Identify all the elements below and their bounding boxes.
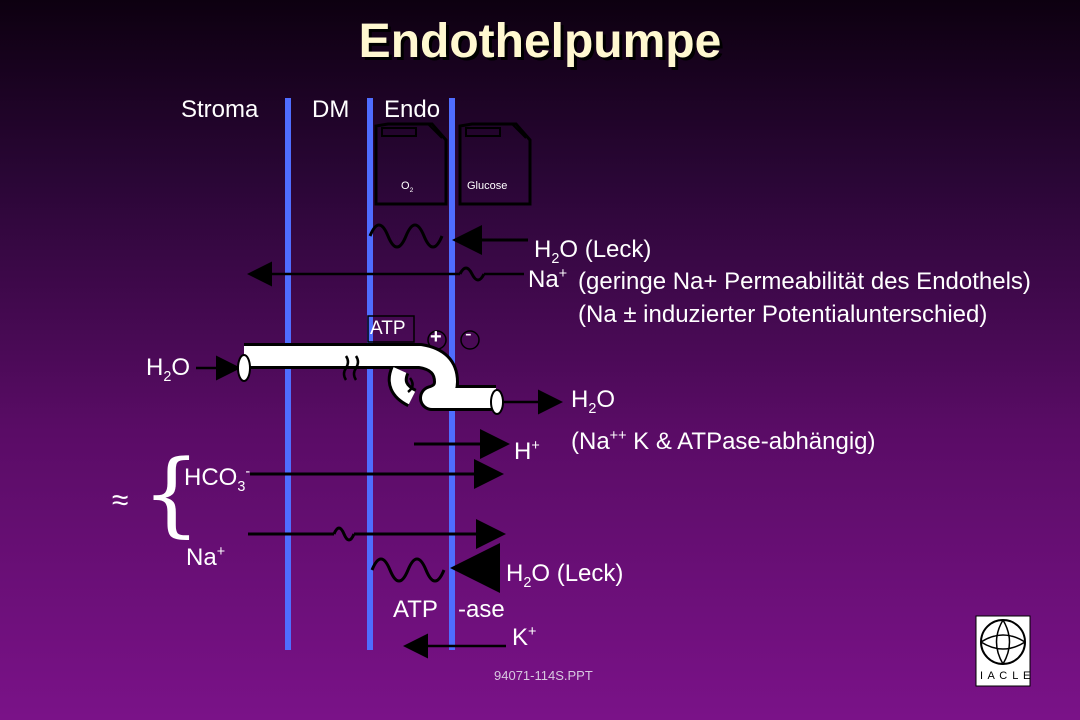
na-k-note: (Na++ K & ATPase-abhängig)	[571, 428, 876, 455]
stroma-label: Stroma	[181, 96, 259, 123]
leak-wave-bottom	[370, 557, 446, 583]
page-title: Endothelpumpe	[358, 15, 722, 68]
logo-text: I A C L E	[980, 670, 1032, 682]
h2o-right-label: H2O	[571, 386, 616, 417]
glucose-canister	[458, 122, 532, 206]
o2-canister	[374, 122, 448, 206]
atp-label: ATP	[393, 596, 438, 623]
h2o-leck-bottom-label: H2O (Leck)	[506, 560, 624, 591]
note-line-2: (Na ± induzierter Potentialunterschied)	[578, 301, 988, 328]
atp-box-label: ATP	[370, 318, 406, 339]
k-plus-label: K+	[512, 624, 537, 651]
note-line-1: (geringe Na+ Permeabilität des Endothels…	[578, 268, 1031, 295]
na-top-label: Na+	[528, 266, 568, 293]
approx-symbol: ≈	[112, 484, 129, 517]
plus-sign: +	[430, 326, 442, 348]
pump-pipe	[237, 343, 504, 415]
minus-circle	[460, 330, 480, 350]
atp-box	[367, 315, 415, 343]
dm-label: DM	[312, 96, 350, 123]
h2o-leck-top-label: H2O (Leck)	[534, 236, 652, 267]
o2-label: O2	[401, 180, 414, 195]
iacle-logo	[975, 615, 1031, 687]
curly-brace: {	[142, 440, 201, 547]
endo-label: Endo	[384, 96, 441, 123]
glucose-label: Glucose	[467, 180, 508, 192]
h-plus-label: H+	[514, 438, 540, 465]
leak-wave-top	[368, 223, 444, 249]
h2o-left-label: H2O	[146, 354, 191, 385]
ase-label: -ase	[458, 596, 505, 623]
na-bottom-label: Na+	[186, 544, 226, 571]
na-wave-top	[458, 266, 486, 282]
minus-sign: -	[465, 323, 472, 345]
hco3-label: HCO3-	[184, 464, 251, 495]
footer-code: 94071-114S.PPT	[494, 668, 593, 683]
na-wave-bottom	[332, 526, 356, 542]
